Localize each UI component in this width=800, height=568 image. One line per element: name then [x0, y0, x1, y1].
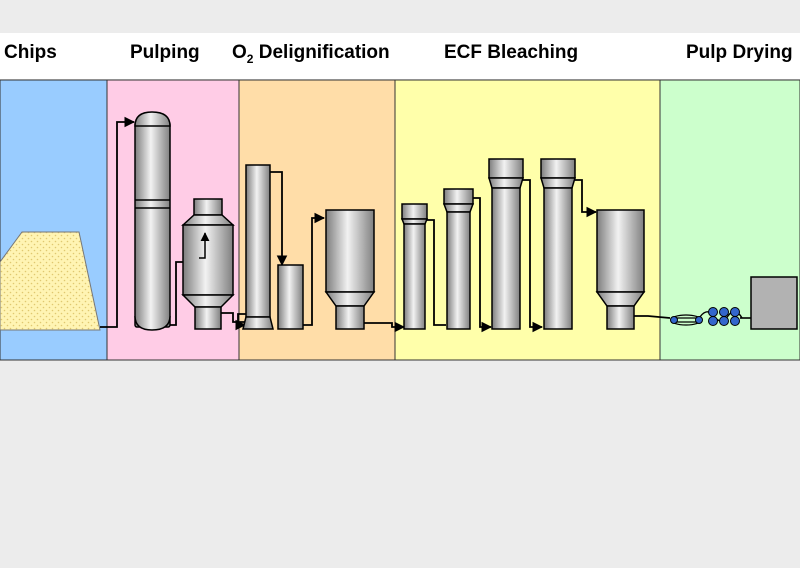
pulp-bale-dryer — [750, 276, 798, 330]
o2-blow-tank — [277, 264, 304, 330]
pulping-diffuser — [181, 198, 235, 330]
digester — [134, 111, 171, 331]
o2-reactor-tower — [242, 164, 274, 330]
dryer-rolls — [670, 307, 751, 326]
stage-title-chips: Chips — [4, 42, 57, 63]
stage-title-pulping: Pulping — [130, 42, 200, 63]
ecf-storage-tank — [595, 209, 646, 330]
ecf-tower-4 — [539, 158, 577, 330]
chip-pile — [0, 231, 101, 331]
o2-subscript: 2 — [246, 52, 254, 66]
o2-storage-tank — [324, 209, 376, 330]
stage-title-ecf-bleaching: ECF Bleaching — [444, 42, 579, 63]
o2-prefix: O — [232, 42, 247, 63]
header-band — [0, 33, 800, 79]
stage-title-o2-delignification: O2 Delignification — [232, 42, 390, 66]
ecf-tower-1 — [400, 203, 429, 330]
o2-suffix: Delignification — [253, 42, 390, 63]
ecf-tower-2 — [442, 188, 475, 330]
stage-title-pulp-drying: Pulp Drying — [686, 42, 793, 63]
ecf-tower-3 — [487, 158, 525, 330]
